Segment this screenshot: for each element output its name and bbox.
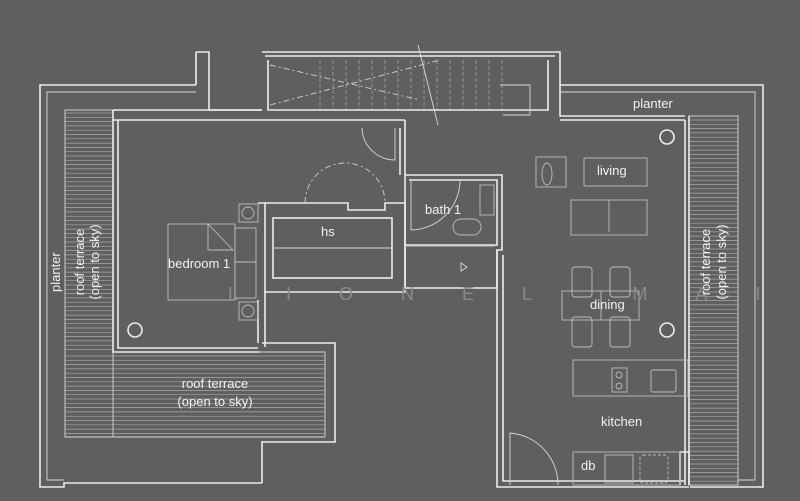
walls: [112, 51, 690, 488]
chair: [571, 316, 593, 348]
washer: [639, 454, 669, 484]
label-kitchen: kitchen: [601, 414, 642, 429]
terrace-decking-left: [65, 112, 113, 350]
db-counter: [572, 451, 681, 486]
label-db: db: [581, 458, 595, 473]
lamp-icon: [238, 203, 259, 223]
entry-arrow-icon: [460, 262, 468, 272]
entry-door-swing: [509, 432, 559, 486]
dining-table: [561, 290, 640, 321]
door-swing-dashed: [304, 162, 386, 204]
headboard: [234, 227, 257, 299]
kitchen-counter: [572, 359, 689, 397]
coffee-table: [583, 157, 648, 187]
column-icon: [659, 322, 675, 338]
label-planter-top: planter: [633, 96, 673, 111]
bath-door-swing: [410, 179, 461, 231]
label-dining: dining: [590, 297, 625, 312]
column-icon: [659, 129, 675, 145]
sink-icon: [650, 369, 677, 393]
appliance: [604, 454, 634, 484]
armchair-cushion: [541, 162, 553, 186]
label-living: living: [597, 163, 627, 178]
label-planter-left: planter: [48, 252, 63, 292]
chair: [571, 266, 593, 298]
label-bedroom: bedroom 1: [168, 256, 230, 271]
label-terrace-bottom-sub: (open to sky): [177, 394, 252, 409]
column-icon: [127, 322, 143, 338]
stair-line: [269, 59, 441, 106]
label-terrace-right: roof terrace: [698, 229, 713, 295]
terrace-decking-right: [689, 119, 738, 482]
label-terrace-bottom: roof terrace: [182, 376, 248, 391]
stair-landing: [500, 84, 531, 116]
label-terrace-right-sub: (open to sky): [714, 224, 729, 299]
hob-icon: [611, 367, 628, 393]
chair: [609, 316, 631, 348]
label-hs: hs: [321, 224, 335, 239]
chair: [609, 266, 631, 298]
stair-cut-line: [417, 44, 439, 126]
vanity: [479, 184, 495, 216]
door-swing: [361, 127, 396, 161]
armchair: [535, 156, 567, 188]
label-terrace-left-sub: (open to sky): [87, 224, 102, 299]
label-terrace-left: roof terrace: [72, 229, 87, 295]
bed-pillow: [207, 222, 235, 251]
label-bath: bath 1: [425, 202, 461, 217]
lamp-icon: [238, 301, 259, 321]
toilet: [452, 218, 482, 236]
watermark: LIONEL MAI: [228, 284, 800, 304]
planter-outline: [39, 84, 764, 488]
terrace-decking-bottom: [65, 355, 325, 434]
